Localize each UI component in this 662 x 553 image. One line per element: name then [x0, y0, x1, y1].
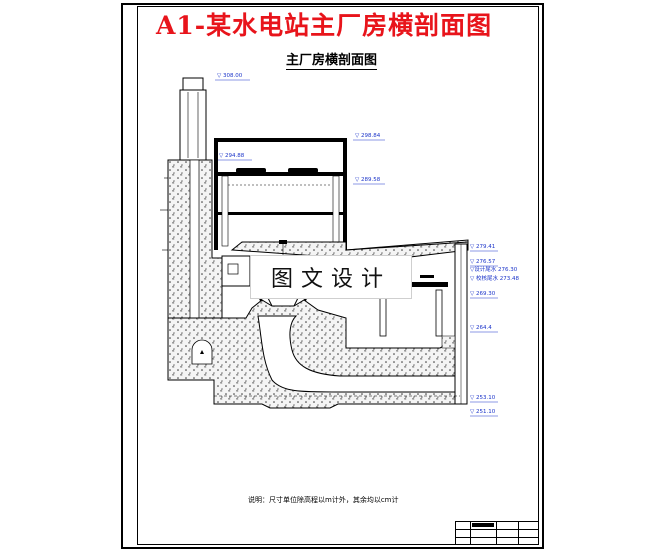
elevation-label-deck: ▽ 279.41 — [470, 244, 496, 250]
crane-icon — [236, 168, 266, 173]
title-block-row — [456, 537, 538, 538]
elevation-label-design-tailwater: ▽设计尾水 276.30 — [470, 267, 518, 273]
title-block-col — [496, 522, 497, 544]
elevation-leaders — [215, 79, 498, 417]
watermark: 图文设计 — [250, 255, 412, 299]
elevation-label-crane: ▽ 294.88 — [219, 153, 245, 159]
intake-tower — [179, 77, 207, 161]
elevation-label-rail: ▽ 289.58 — [355, 177, 381, 183]
elevation-label-floor: ▽ 276.57 — [470, 259, 496, 265]
drawing-note: 说明：尺寸单位除高程以m计外，其余均以cm计 — [248, 496, 399, 504]
title-block-fill — [472, 523, 494, 527]
left-wall — [160, 159, 223, 319]
title-block-col — [518, 522, 519, 544]
title-block — [455, 521, 539, 545]
elevation-label-top: ▽ 308.00 — [217, 73, 243, 79]
title-block-col — [470, 522, 471, 544]
elevation-label-turbine: ▽ 269.30 — [470, 291, 496, 297]
banner-title: A1-某水电站主厂房横剖面图 — [156, 11, 493, 40]
drawing-frame — [137, 6, 539, 545]
elevation-label-draft: ▽ 264.4 — [470, 325, 492, 331]
title-block-row — [456, 529, 538, 530]
powerhouse-superstructure — [214, 138, 347, 250]
elevation-label-check-tailwater: ▽ 校核尾水 273.48 — [470, 276, 519, 282]
foundation-mass — [167, 299, 460, 409]
elevation-label-roof: ▽ 298.84 — [355, 133, 381, 139]
drawing-subtitle: 主厂房横剖面图 — [286, 49, 378, 70]
elevation-label-base: ▽ 253.10 — [470, 395, 496, 401]
elevation-label-bottom: ▽ 251.10 — [470, 409, 496, 415]
tailrace-walls — [379, 289, 456, 349]
